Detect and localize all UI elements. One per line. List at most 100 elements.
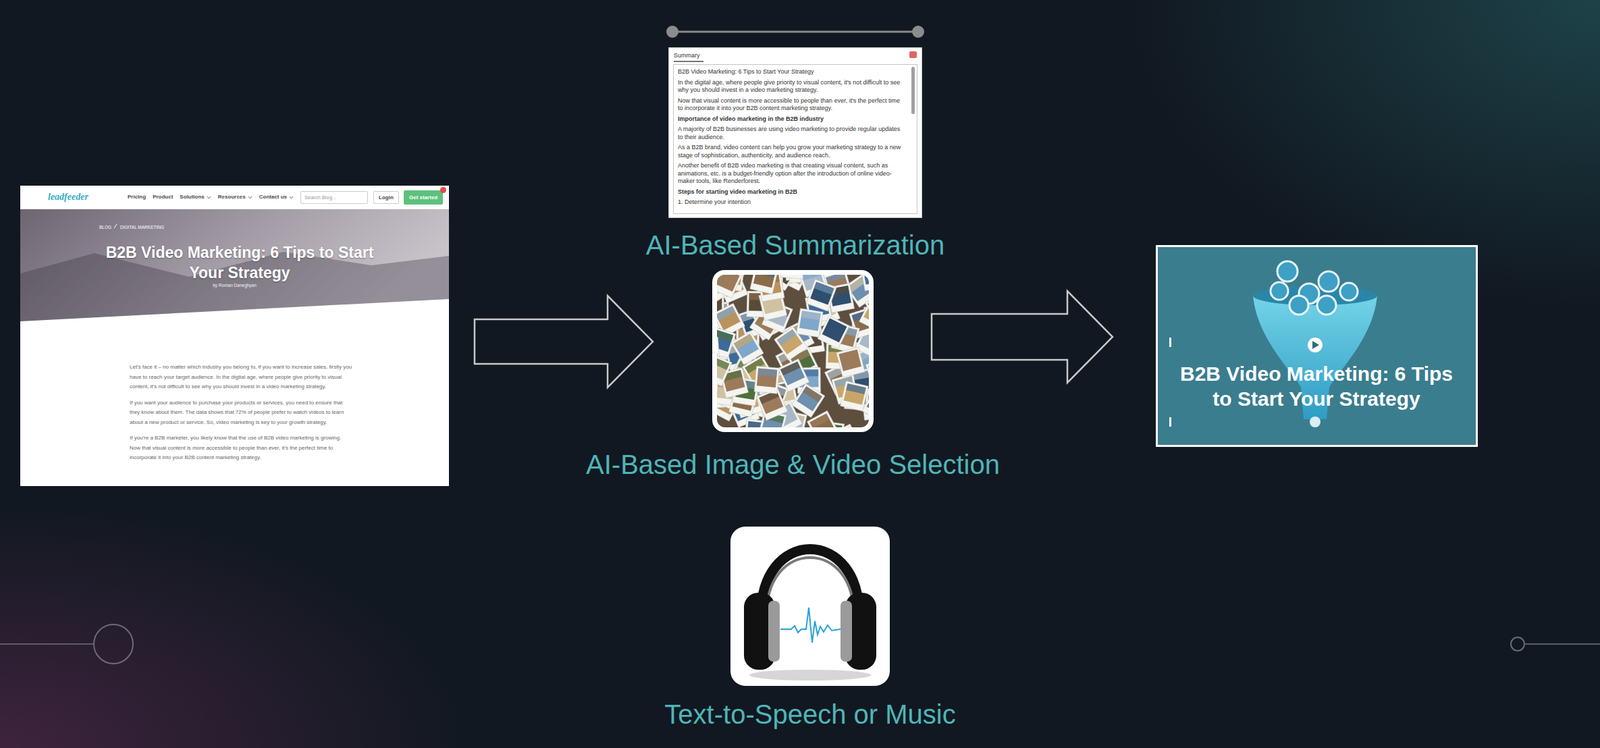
photo-image xyxy=(716,338,718,358)
photo-image xyxy=(716,305,741,331)
body-paragraph: If you want your audience to purchase yo… xyxy=(129,398,353,429)
audio-icon: Text-to-Speech or Music xyxy=(730,526,890,686)
photo-frame xyxy=(860,274,869,291)
hero-mountains xyxy=(20,251,449,323)
frame-tick xyxy=(1169,337,1172,348)
photo-frame xyxy=(716,274,742,298)
nav-label: Product xyxy=(152,193,173,201)
search-box: Search Blog... xyxy=(300,191,368,204)
photo-print xyxy=(806,279,837,312)
hero-slant xyxy=(20,299,449,323)
close-icon xyxy=(909,51,917,59)
photo-image xyxy=(843,383,867,406)
photo-print xyxy=(777,358,810,392)
photo-frame xyxy=(840,380,869,412)
dropdown-chevron xyxy=(206,195,212,200)
summary-sentence: Now that visual content is more accessib… xyxy=(677,97,906,113)
photo-image xyxy=(796,386,823,412)
chevron-line xyxy=(207,196,211,199)
photo-print xyxy=(791,383,825,418)
hero-photo xyxy=(20,209,449,323)
ear-pad xyxy=(840,600,852,662)
deco-circle xyxy=(93,624,133,664)
photo-sky xyxy=(827,318,848,333)
deco-line xyxy=(1524,643,1600,645)
content-icon xyxy=(1318,271,1339,292)
summary-heading: Steps for starting video marketing in B2… xyxy=(677,188,906,197)
photo-sky xyxy=(814,282,835,296)
photo-frame xyxy=(791,383,825,418)
photo-frame xyxy=(750,274,779,295)
panel-tab: Summary xyxy=(673,50,701,61)
photo-image xyxy=(716,329,734,352)
ear-pad xyxy=(768,600,780,662)
photo-frame xyxy=(754,365,780,394)
photo-sky xyxy=(838,349,859,362)
tab-underline xyxy=(673,60,704,63)
photo-image xyxy=(799,310,821,331)
nav-item: Solutions xyxy=(179,193,211,201)
nav-item: Resources xyxy=(218,193,253,201)
photo-frame xyxy=(779,274,805,279)
content-icon xyxy=(1289,295,1309,315)
photo-print xyxy=(865,357,869,390)
body-paragraph: If you're a B2B marketer, you likely kno… xyxy=(129,433,353,464)
deco-line xyxy=(0,643,94,645)
photo-frame xyxy=(716,353,732,387)
photo-sky xyxy=(716,329,734,342)
collage-group xyxy=(716,274,869,428)
photo-print xyxy=(779,274,805,279)
photo-image xyxy=(809,413,835,428)
content-icon xyxy=(1340,282,1358,301)
cta-button: Get started xyxy=(403,190,443,205)
play-button xyxy=(1307,337,1323,353)
content-icon xyxy=(1317,295,1337,315)
photo-image xyxy=(862,274,869,285)
photo-frame xyxy=(865,357,869,390)
collage-ground xyxy=(716,274,869,428)
step-heading: AI-Based Image & Video Selection xyxy=(585,448,1000,481)
button-label: Get started xyxy=(409,190,438,205)
photo-frame xyxy=(836,347,865,378)
photo-print xyxy=(867,274,869,280)
photo-frame xyxy=(806,410,840,428)
photo-sky xyxy=(757,367,778,377)
block-arrow xyxy=(931,290,1113,383)
breadcrumb: BLOG xyxy=(99,224,112,231)
nav-item: Contact us xyxy=(259,193,294,201)
photo-image xyxy=(822,318,848,343)
content-icon xyxy=(1277,261,1298,282)
icon-shadow xyxy=(749,669,871,681)
photo-frame xyxy=(864,274,869,278)
frame-tick xyxy=(1169,417,1172,427)
photo-print xyxy=(806,410,840,428)
step-heading: AI-Based Summarization xyxy=(646,228,945,262)
slider-knob xyxy=(912,25,925,38)
photo-frame xyxy=(867,274,869,280)
author-line: by Roman Daneghyan xyxy=(20,282,449,289)
video-output: B2B Video Marketing: 6 Tips to Start You… xyxy=(1155,245,1478,447)
photo-image xyxy=(733,334,759,360)
photo-print xyxy=(817,315,850,350)
article-body: Let's face it – no matter which industry… xyxy=(129,362,353,470)
photo-print xyxy=(731,330,765,365)
nav-label: Pricing xyxy=(127,193,146,201)
nav-bar xyxy=(20,185,449,210)
summary-sentence: A majority of B2B businesses are using v… xyxy=(677,125,906,142)
nav-label: Solutions xyxy=(179,193,204,201)
logo-text: leadfeeder xyxy=(47,191,89,204)
summary-sentence: As a B2B brand, video content can help y… xyxy=(677,143,906,160)
play-triangle xyxy=(1312,340,1320,350)
step-heading: Text-to-Speech or Music xyxy=(664,698,956,731)
photo-image xyxy=(838,349,862,372)
photo-sky xyxy=(802,386,823,403)
dropdown-chevron xyxy=(247,195,253,200)
chevron-line xyxy=(289,196,293,199)
photo-sky xyxy=(801,274,822,281)
breadcrumb-separator xyxy=(114,224,117,229)
nav-label: Contact us xyxy=(259,193,287,201)
photo-print xyxy=(750,274,779,295)
photo-sky xyxy=(756,274,777,278)
headphones-icon xyxy=(730,526,890,686)
